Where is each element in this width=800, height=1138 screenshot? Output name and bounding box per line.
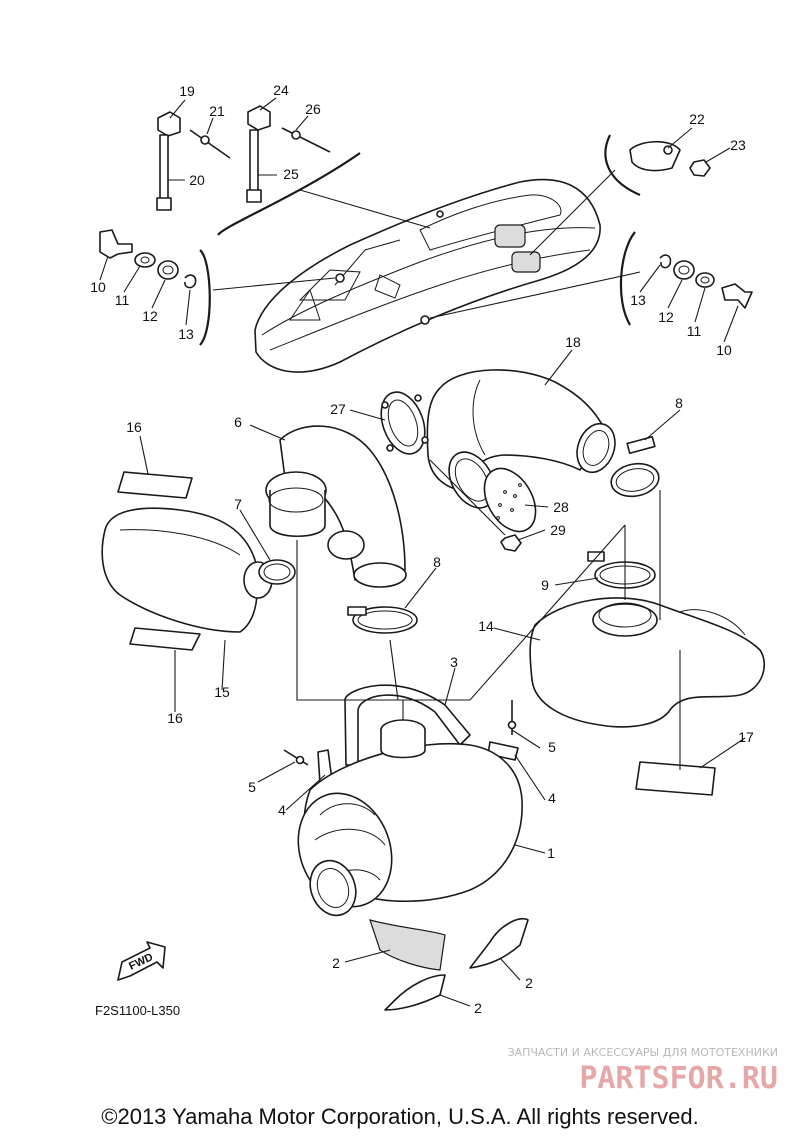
pad-2-bottom bbox=[384, 974, 446, 1011]
callout-25: 25 bbox=[283, 166, 299, 182]
callout-24: 24 bbox=[273, 82, 289, 98]
resonator-14 bbox=[529, 597, 765, 728]
callout-10-right: 10 bbox=[716, 342, 732, 358]
bracket-22 bbox=[629, 140, 681, 172]
fitting-set-right bbox=[659, 254, 753, 309]
callout-8-middle: 8 bbox=[433, 554, 441, 570]
callout-9: 9 bbox=[541, 577, 549, 593]
callout-4-right: 4 bbox=[548, 790, 556, 806]
callout-18: 18 bbox=[565, 334, 581, 350]
callout-13-right: 13 bbox=[630, 292, 646, 308]
callout-16-lower: 16 bbox=[167, 710, 183, 726]
callout-16-upper: 16 bbox=[126, 419, 142, 435]
callout-11-right: 11 bbox=[687, 323, 702, 339]
hose-clamp-8-middle bbox=[347, 606, 418, 634]
callout-5-right: 5 bbox=[548, 739, 556, 755]
hose-clamp-8-upper bbox=[610, 436, 660, 498]
callout-29: 29 bbox=[550, 522, 566, 538]
callout-12-left: 12 bbox=[142, 308, 158, 324]
callout-11-left: 11 bbox=[115, 292, 130, 308]
callout-19: 19 bbox=[179, 83, 195, 99]
watercraft-illustration bbox=[254, 178, 601, 373]
callout-27: 27 bbox=[330, 401, 346, 417]
nut-29 bbox=[500, 534, 522, 552]
pad-2-right bbox=[469, 918, 529, 969]
silencer-15 bbox=[101, 507, 273, 633]
callout-3: 3 bbox=[450, 654, 458, 670]
flange-27 bbox=[380, 391, 429, 455]
callout-20: 20 bbox=[189, 172, 205, 188]
strap-3 bbox=[344, 684, 471, 766]
callout-15: 15 bbox=[214, 684, 230, 700]
callout-6: 6 bbox=[234, 414, 242, 430]
exploded-parts-diagram: FWD bbox=[90, 82, 778, 1096]
gasket-ring bbox=[448, 451, 496, 509]
rivet-5-left bbox=[283, 749, 309, 766]
hose-clamp-9 bbox=[587, 551, 656, 589]
flame-arrester-28 bbox=[483, 467, 537, 533]
rivet-26 bbox=[281, 127, 331, 153]
callout-23: 23 bbox=[730, 137, 746, 153]
callout-28: 28 bbox=[553, 499, 569, 515]
callout-2-left: 2 bbox=[332, 955, 340, 971]
callout-13-left: 13 bbox=[178, 326, 194, 342]
callout-2-bottom: 2 bbox=[474, 1000, 482, 1016]
watermark-tagline: ЗАПЧАСТИ И АКСЕССУАРЫ ДЛЯ МОТОТЕХНИКИ bbox=[508, 1046, 778, 1059]
callout-2-right: 2 bbox=[525, 975, 533, 991]
callout-7: 7 bbox=[234, 496, 242, 512]
callout-1: 1 bbox=[547, 845, 555, 861]
watermark-brand: PARTSFOR.RU bbox=[579, 1061, 778, 1096]
rivet-5-right bbox=[507, 700, 517, 735]
clip-19 bbox=[157, 111, 181, 137]
callout-21: 21 bbox=[209, 103, 225, 119]
callout-12-right: 12 bbox=[658, 309, 674, 325]
rivet-21 bbox=[189, 129, 231, 159]
fwd-arrow-icon: FWD bbox=[117, 941, 166, 981]
callout-14: 14 bbox=[478, 618, 494, 634]
fitting-set-left bbox=[99, 229, 197, 289]
air-box-1 bbox=[297, 719, 523, 917]
callout-10-left: 10 bbox=[90, 279, 106, 295]
callout-5-left: 5 bbox=[248, 779, 256, 795]
clip-24 bbox=[247, 105, 271, 131]
nut-23 bbox=[689, 159, 711, 177]
callout-4-left: 4 bbox=[278, 802, 286, 818]
callout-8-upper: 8 bbox=[675, 395, 683, 411]
diagram-code: F2S1100-L350 bbox=[95, 1003, 180, 1018]
copyright-notice: ©2013 Yamaha Motor Corporation, U.S.A. A… bbox=[101, 1104, 699, 1129]
group-brackets bbox=[199, 134, 641, 346]
elbow-duct-6 bbox=[265, 425, 407, 588]
pad-16-lower bbox=[129, 627, 201, 651]
callout-17: 17 bbox=[738, 729, 754, 745]
hose-clamp-7 bbox=[258, 559, 296, 585]
cable-tie-20 bbox=[156, 134, 172, 211]
pad-16-upper bbox=[117, 471, 193, 499]
callout-22: 22 bbox=[689, 111, 705, 127]
callout-26: 26 bbox=[305, 101, 321, 117]
cable-tie-25 bbox=[246, 129, 262, 203]
callout-leaders bbox=[99, 97, 746, 1007]
pad-2-large bbox=[369, 919, 446, 971]
assembly-lines bbox=[296, 490, 681, 770]
pad-17 bbox=[635, 761, 716, 796]
callout-labels: 19 21 20 24 26 25 22 23 10 11 12 13 13 1… bbox=[90, 82, 754, 1016]
